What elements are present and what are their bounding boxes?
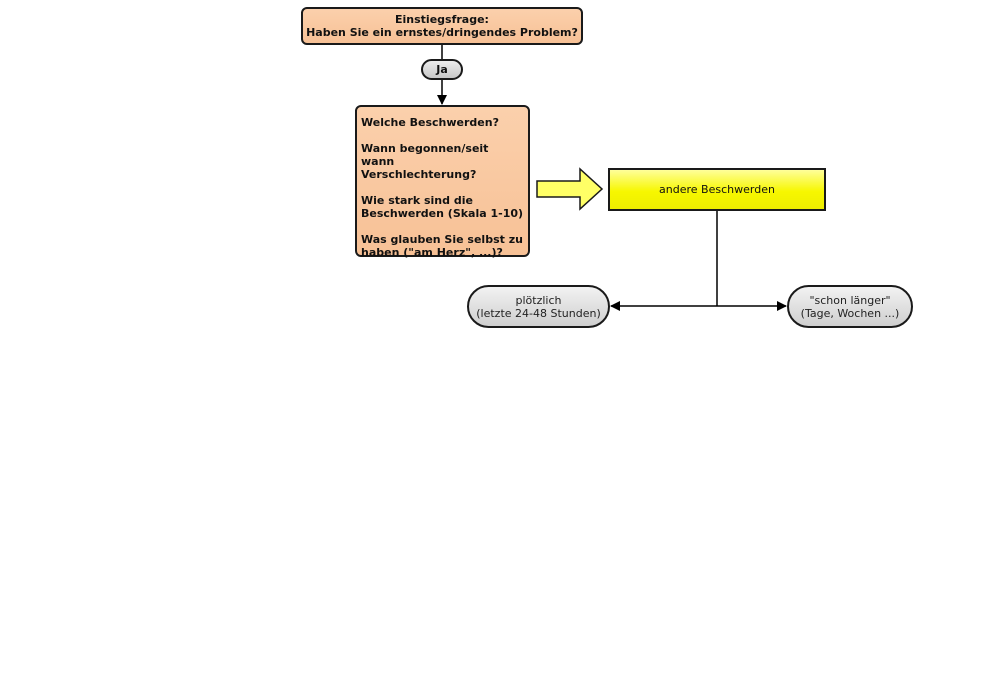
yellow-arrow-shape [536, 167, 604, 211]
question-item: Wie stark sind die Beschwerden (Skala 1-… [361, 194, 524, 220]
sudden-onset-label: plötzlich [515, 293, 562, 307]
question-item: Wann begonnen/seit wann Verschlechterung… [361, 142, 489, 181]
complaint-questions-node: Welche Beschwerden? Wann begonnen/seit w… [355, 105, 530, 259]
entry-question-node: Einstiegsfrage: Haben Sie ein ernstes/dr… [301, 7, 583, 45]
long-standing-detail: (Tage, Wochen ...) [800, 306, 900, 320]
question-item: Was glauben Sie selbst zu haben ("am Her… [361, 233, 523, 259]
edge-label-yes: Ja [421, 59, 463, 80]
sudden-onset-detail: (letzte 24-48 Stunden) [476, 306, 601, 320]
sudden-onset-node: plötzlich (letzte 24-48 Stunden) [467, 285, 610, 328]
other-complaints-node: andere Beschwerden [608, 168, 826, 211]
entry-question-text: Haben Sie ein ernstes/dringendes Problem… [306, 26, 578, 39]
question-item: Welche Beschwerden? [361, 116, 499, 129]
entry-question-title: Einstiegsfrage: [395, 13, 489, 26]
long-standing-label: "schon länger" [809, 293, 891, 307]
long-standing-node: "schon länger" (Tage, Wochen ...) [787, 285, 913, 328]
